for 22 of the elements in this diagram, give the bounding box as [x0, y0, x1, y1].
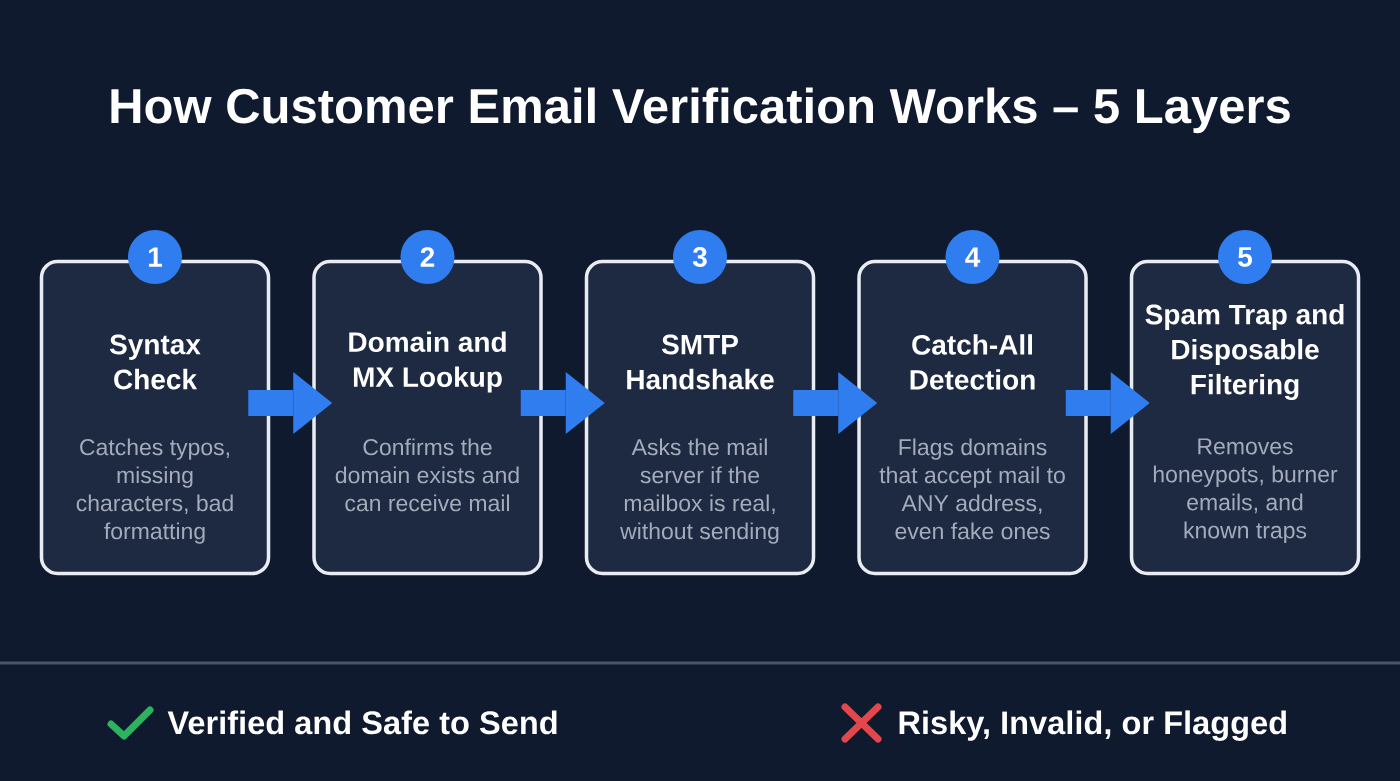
step-title: Spam Trap and Disposable Filtering: [1145, 303, 1344, 401]
step-title: Syntax Check: [109, 334, 201, 390]
step-description: Flags domains that accept mail to ANY address, even fake ones: [879, 438, 1065, 540]
number-badge: 2: [400, 230, 455, 284]
number-badge: 1: [128, 230, 182, 284]
step-title: Domain and MX Lookup: [349, 331, 506, 393]
step-description: Removes honeypots, burner emails, and known traps: [1153, 438, 1338, 543]
outcome-label: Risky, Invalid, or Flagged: [899, 710, 1286, 741]
step-description: Asks the mail server if the mailbox is real, without sending: [620, 438, 779, 544]
number-badge: 3: [673, 230, 727, 284]
step-description: Catches typos, missing characters, bad formatting: [76, 438, 233, 544]
title: How Customer Email Verification Works – 5 Layers: [111, 87, 1290, 134]
step-description: Confirms the domain exists and can receive mail: [335, 438, 519, 512]
number-badge: 4: [945, 230, 1000, 284]
arrow: [248, 372, 333, 434]
number-badge: 5: [1218, 230, 1272, 284]
arrow: [1065, 372, 1150, 434]
arrow: [520, 372, 605, 434]
step-title: Catch-All Detection: [910, 334, 1035, 390]
arrow: [793, 372, 878, 434]
outcome-label: Verified and Safe to Send: [167, 710, 557, 735]
step-title: SMTP Handshake: [627, 334, 774, 390]
